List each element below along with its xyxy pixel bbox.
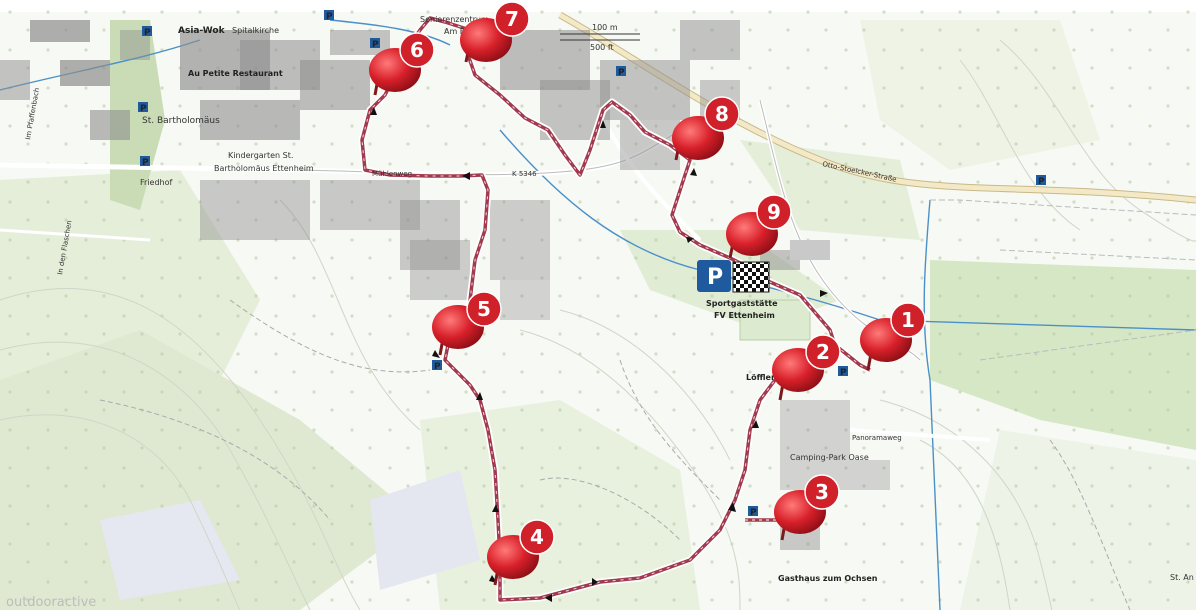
arrow-icon [752,420,759,428]
arrow-icon [492,504,499,512]
waypoint-pin-7[interactable]: 7 [460,1,530,63]
contour-lines [0,39,1196,610]
place-label: St. An [1170,573,1194,582]
parking-sign-icon: P [432,360,442,372]
place-label: Asia-Wok [178,26,226,36]
town-buildings [0,20,890,550]
scale-bar: 100 m 500 ft [560,23,640,52]
parking-signs: P P P P P P P P P P [138,10,1046,518]
place-label: Kindergarten St. [228,151,293,160]
svg-text:P: P [372,40,379,50]
parking-sign-icon: P [140,156,150,168]
svg-text:P: P [750,508,757,518]
svg-text:7: 7 [505,7,519,31]
arrow-icon [432,350,440,358]
place-label: Gasthaus zum Ochsen [778,574,878,583]
start-finish-marker[interactable]: P [697,260,770,293]
sports-ground [739,240,830,341]
place-label: Friedhof [140,178,172,187]
waypoint-pin-5[interactable]: 5 [432,291,502,356]
parking-sign-icon: P [1036,175,1046,187]
svg-text:P: P [326,12,333,22]
waypoint-pin-2[interactable]: 2 [772,334,841,401]
street-label: Panoramaweg [852,434,902,442]
svg-text:2: 2 [816,340,830,364]
parking-sign-icon: P [748,506,758,518]
street-label: K 5346 [512,170,537,178]
svg-text:9: 9 [767,200,781,224]
parking-sign-icon: P [142,26,152,38]
arrow-icon [686,237,694,243]
waypoint-pin-6[interactable]: 6 [369,32,435,96]
parking-sign-icon: P [138,102,148,114]
waypoint-pin-8[interactable]: 8 [672,96,740,161]
arrow-icon [728,502,736,512]
svg-text:8: 8 [715,102,729,126]
parking-sign-icon: P [324,10,334,22]
waypoint-pin-1[interactable]: 1 [860,302,926,371]
place-label: St. Bartholomäus [142,116,220,126]
svg-text:P: P [434,362,441,372]
svg-text:6: 6 [410,38,424,62]
place-label: FV Ettenheim [714,311,775,320]
waypoint-pin-4[interactable]: 4 [487,519,555,586]
parking-sign-icon: P [838,366,848,378]
place-label: Camping-Park Oase [790,453,869,462]
place-label: Sportgaststätte [706,299,778,308]
watermark: outdooractive [6,595,96,610]
place-label: Au Petite Restaurant [188,69,283,78]
waypoint-pin-3[interactable]: 3 [774,474,840,541]
arrow-icon [592,578,598,586]
svg-text:100 m: 100 m [592,23,618,32]
svg-text:P: P [144,28,151,38]
svg-text:P: P [1038,177,1045,187]
svg-text:5: 5 [477,297,491,321]
svg-text:P: P [140,104,147,114]
svg-text:P: P [618,68,625,78]
place-label: Spitalkirche [232,26,279,35]
svg-text:P: P [707,265,723,290]
parking-icon [697,260,731,292]
route-direction-arrows [370,107,828,602]
place-label: Bartholomäus Ettenheim [214,164,314,173]
checkered-flag-icon [732,261,770,293]
street-label: Mühlenweg [372,170,412,178]
svg-text:500 ft: 500 ft [590,43,614,52]
arrow-icon [545,594,552,602]
waypoint-pins[interactable]: 1 2 3 4 5 6 [369,1,926,586]
parking-sign-icon: P [370,38,380,50]
arrow-icon [476,392,483,400]
svg-text:P: P [142,158,149,168]
place-label: Seniorenzentrum [420,15,489,24]
arrow-icon [820,290,828,297]
svg-text:1: 1 [901,308,915,332]
arrow-icon [370,107,377,115]
place-label: Am Ett [444,27,471,36]
arrow-icon [462,172,470,180]
parking-sign-icon: P [616,66,626,78]
waypoint-pin-9[interactable]: 9 [726,194,792,259]
svg-text:3: 3 [815,480,829,504]
svg-text:4: 4 [530,525,544,549]
arrow-icon [690,168,697,176]
arrow-icon [600,120,606,128]
svg-text:P: P [840,368,847,378]
